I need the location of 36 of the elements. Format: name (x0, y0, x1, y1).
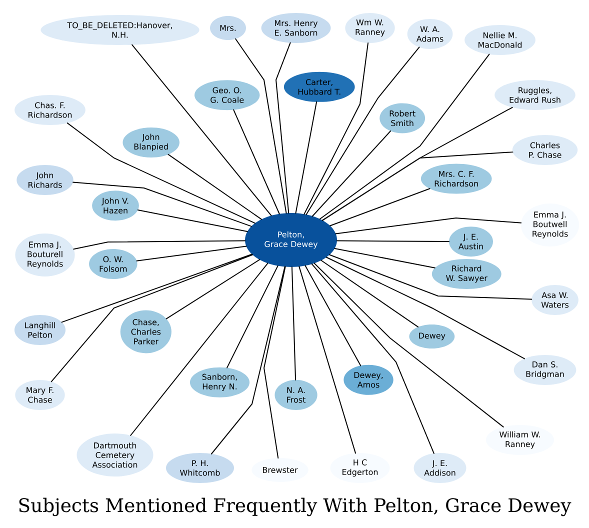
connector-line (311, 264, 434, 454)
connector-line (329, 254, 532, 300)
connector-line (335, 218, 522, 234)
connector-line (304, 42, 369, 215)
connector-line (334, 248, 436, 268)
connector-line (326, 256, 525, 360)
connector-line (295, 101, 318, 214)
connector-line (136, 246, 247, 262)
connector-line (72, 182, 252, 227)
connector-line (298, 266, 356, 454)
connector-line (291, 266, 296, 380)
connector-line (306, 46, 420, 216)
connector-line (330, 188, 430, 226)
connector-line (233, 109, 280, 214)
connector-line (50, 254, 253, 382)
connector-line (235, 38, 287, 214)
connector-line (322, 152, 514, 221)
connector-line (226, 265, 278, 368)
connector-line (319, 54, 490, 220)
diagram-title: Subjects Mentioned Frequently With Pelton, Grace Dewey (19, 498, 572, 516)
connector-line (336, 240, 450, 242)
connector-line (312, 130, 392, 217)
connector-line (130, 262, 268, 436)
connector-line (168, 154, 262, 220)
connector-line (304, 265, 362, 366)
connector-line (73, 240, 246, 250)
connector-line (210, 266, 286, 454)
connector-line (66, 122, 256, 224)
connector-line (314, 262, 504, 428)
connector-line (276, 42, 291, 214)
connector-line (137, 209, 248, 232)
connector-line (264, 266, 286, 459)
connector-line (132, 44, 272, 216)
connector-line (61, 254, 252, 323)
connector-line (320, 260, 419, 328)
connector-line (166, 259, 260, 320)
